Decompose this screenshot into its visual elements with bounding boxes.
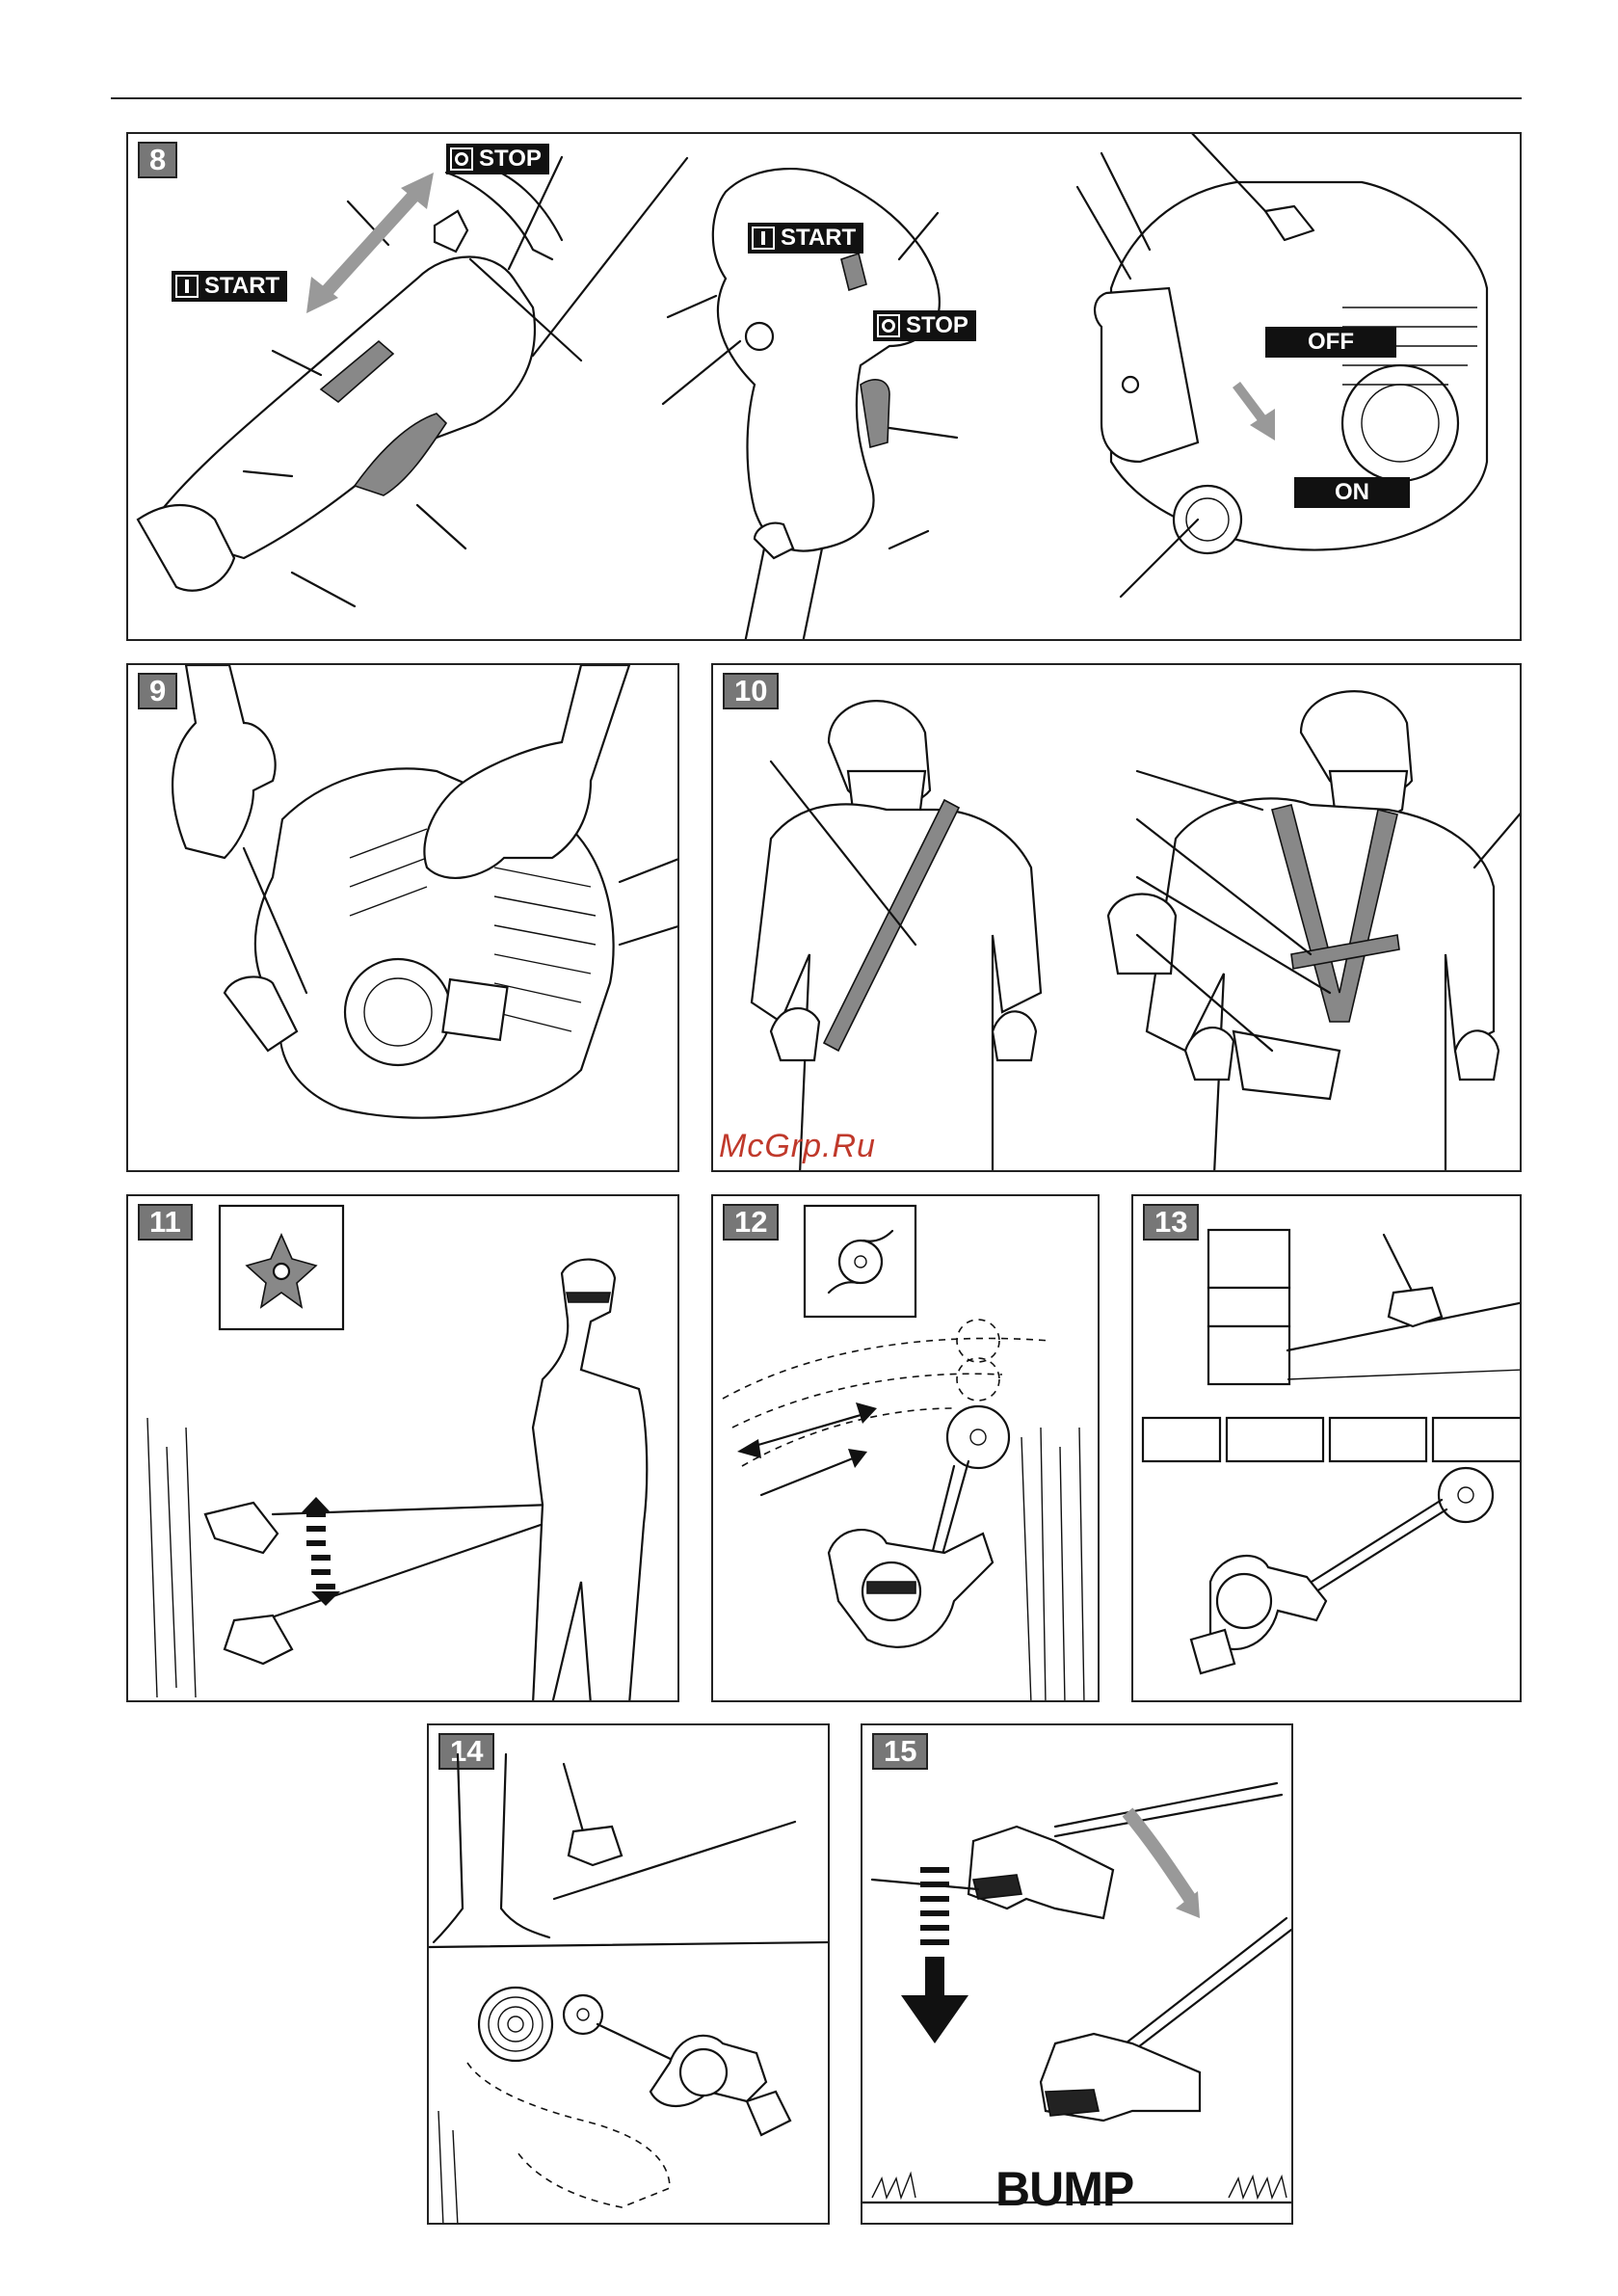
figure-15-panel: 15 BUMP [861, 1723, 1293, 2225]
choke-on-label: ON [1294, 477, 1410, 508]
figure-9-panel: 9 [126, 663, 679, 1172]
figure-12-illustration [713, 1196, 1100, 1702]
stop-ring-icon [877, 314, 900, 337]
start-bar-icon [752, 227, 775, 250]
figure-13-illustration [1133, 1196, 1522, 1702]
figure-10-illustration [713, 665, 1522, 1172]
top-rule [111, 97, 1522, 99]
figure-14-illustration [429, 1725, 830, 2225]
watermark: McGrp.Ru [719, 1128, 876, 1165]
stop-label-handle: STOP [446, 144, 549, 174]
figure-11-illustration [128, 1196, 679, 1702]
figure-13-panel: 13 [1131, 1194, 1522, 1702]
figure-8-illustration [128, 134, 1522, 641]
start-bar-icon [175, 275, 199, 298]
stop-ring-icon [450, 147, 473, 171]
start-label-grip: START [748, 223, 863, 254]
stop-label-grip: STOP [873, 310, 976, 341]
figure-10-panel: 10 [711, 663, 1522, 1172]
figure-14-panel: 14 [427, 1723, 830, 2225]
figure-8-panel: 8 STOP STA [126, 132, 1522, 641]
figure-15-illustration [862, 1725, 1293, 2225]
figure-11-panel: 11 [126, 1194, 679, 1702]
figure-12-panel: 12 [711, 1194, 1100, 1702]
bump-text: BUMP [995, 2161, 1133, 2217]
choke-off-label: OFF [1265, 327, 1396, 358]
figure-9-illustration [128, 665, 679, 1172]
start-label-handle: START [172, 271, 287, 302]
